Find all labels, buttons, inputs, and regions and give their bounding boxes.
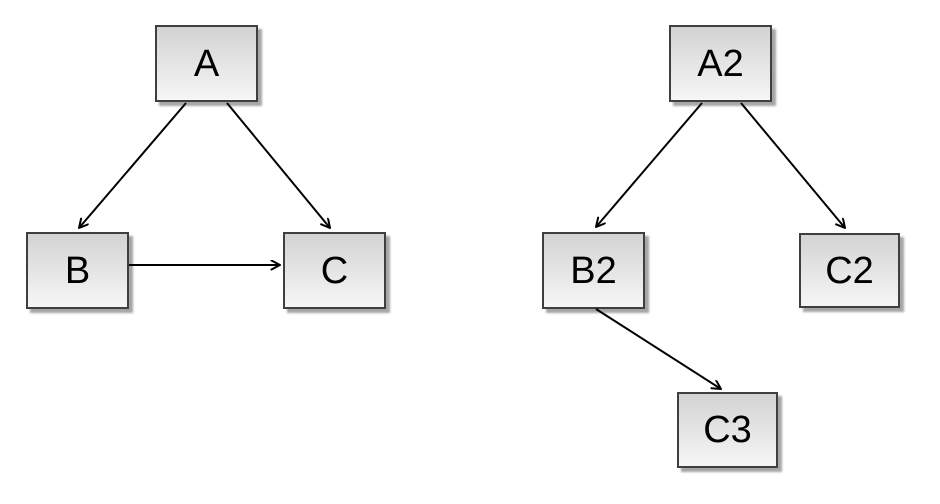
node-a[interactable]: A <box>155 25 258 102</box>
node-c3[interactable]: C3 <box>677 392 778 468</box>
node-a-label: A <box>193 42 220 85</box>
node-c2-label: C2 <box>825 249 874 292</box>
node-b-label: B <box>64 249 91 292</box>
node-b[interactable]: B <box>26 232 129 309</box>
node-c[interactable]: C <box>283 232 386 309</box>
node-c3-label: C3 <box>703 409 752 451</box>
node-b2-label: B2 <box>570 249 617 292</box>
edge-b2-to-c3-arrow <box>595 308 721 389</box>
edge-a-to-c-arrow <box>226 102 330 228</box>
node-a2-label: A2 <box>697 42 744 85</box>
node-c-label: C <box>320 249 349 292</box>
node-b2[interactable]: B2 <box>542 232 645 309</box>
edge-a2-to-b2-arrow <box>596 102 703 227</box>
edge-a-to-b-arrow <box>79 102 187 228</box>
node-a2[interactable]: A2 <box>669 25 772 102</box>
edge-a2-to-c2-arrow <box>740 102 845 228</box>
node-c2[interactable]: C2 <box>799 233 900 308</box>
